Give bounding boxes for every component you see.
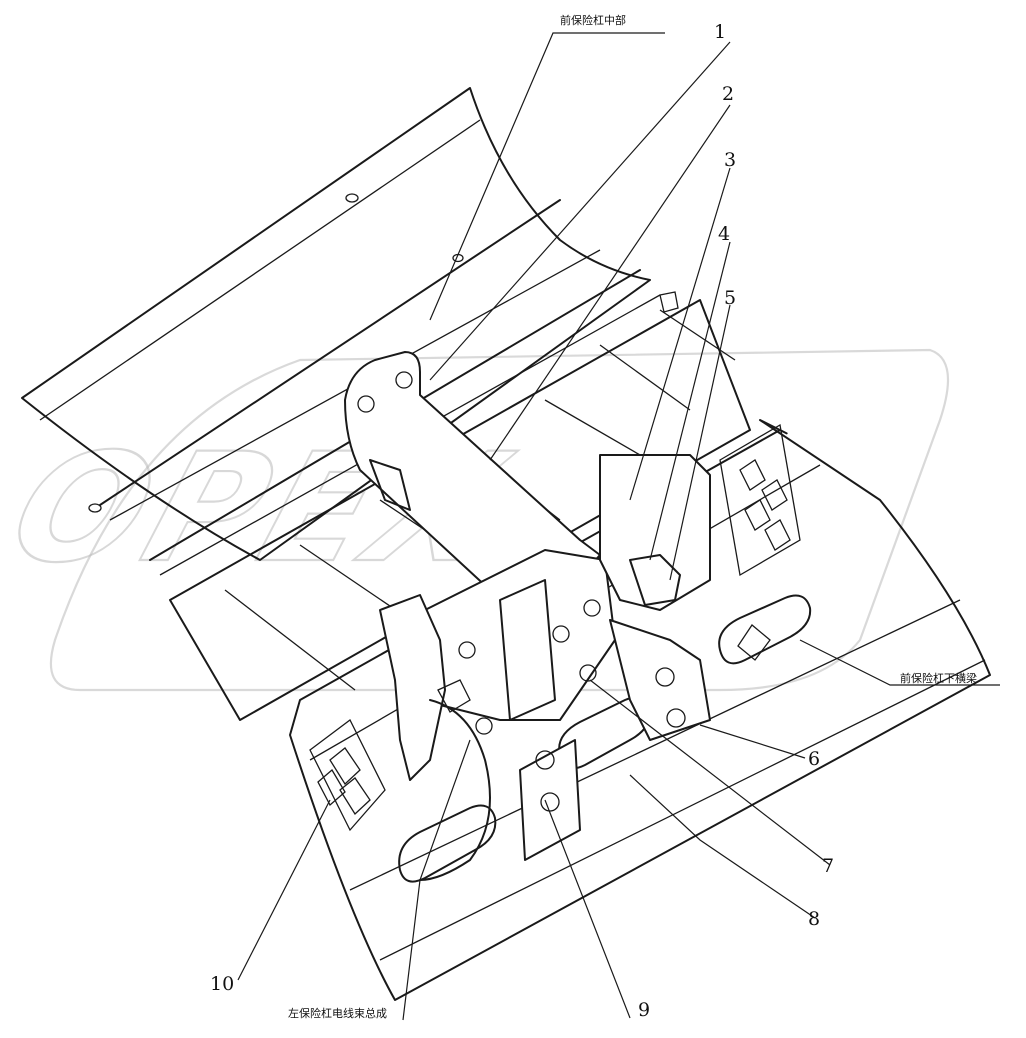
mount-hole: [88, 503, 102, 513]
callout-8: 8: [808, 908, 820, 930]
bolt: [552, 625, 570, 643]
label-front-bumper-middle: 前保险杠中部: [560, 13, 626, 27]
bolt: [535, 750, 555, 770]
callout-numbers: 1 2 3 4 5 6 7 8 9 10: [210, 21, 834, 1021]
bolt: [540, 792, 560, 812]
step-bracket: [599, 454, 711, 741]
grille-slats: [169, 299, 751, 721]
wire-harness: [379, 594, 491, 881]
callout-10: 10: [210, 973, 234, 995]
callout-2: 2: [722, 83, 734, 105]
bolt: [458, 641, 476, 659]
callout-5: 5: [724, 287, 736, 309]
callout-9: 9: [638, 999, 650, 1021]
honeycomb-grille-left: [309, 719, 386, 832]
bolt: [655, 667, 675, 687]
bolt: [357, 395, 375, 413]
callout-6: 6: [808, 748, 820, 770]
callout-7: 7: [822, 855, 834, 877]
callout-1: 1: [714, 21, 726, 43]
bolt: [395, 371, 413, 389]
watermark-frame: [49, 348, 950, 692]
chinese-labels: 前保险杠中部 前保险杠下横梁 左保险杠电线束总成: [288, 13, 977, 1020]
bolt: [475, 717, 493, 735]
honeycomb-grille-right: [719, 423, 801, 577]
lower-strap: [519, 739, 581, 861]
leader-lines: [237, 32, 1000, 1021]
mounting-plate: [419, 547, 616, 735]
support-bracket-main: [344, 351, 601, 621]
label-front-bumper-lower-beam: 前保险杠下横梁: [900, 671, 977, 685]
bolt: [583, 599, 601, 617]
mount-hole: [345, 193, 359, 203]
callout-3: 3: [724, 149, 736, 171]
label-left-bumper-harness: 左保险杠电线束总成: [288, 1006, 387, 1020]
bolt: [579, 664, 597, 682]
bolt: [666, 708, 686, 728]
callout-4: 4: [718, 223, 730, 245]
